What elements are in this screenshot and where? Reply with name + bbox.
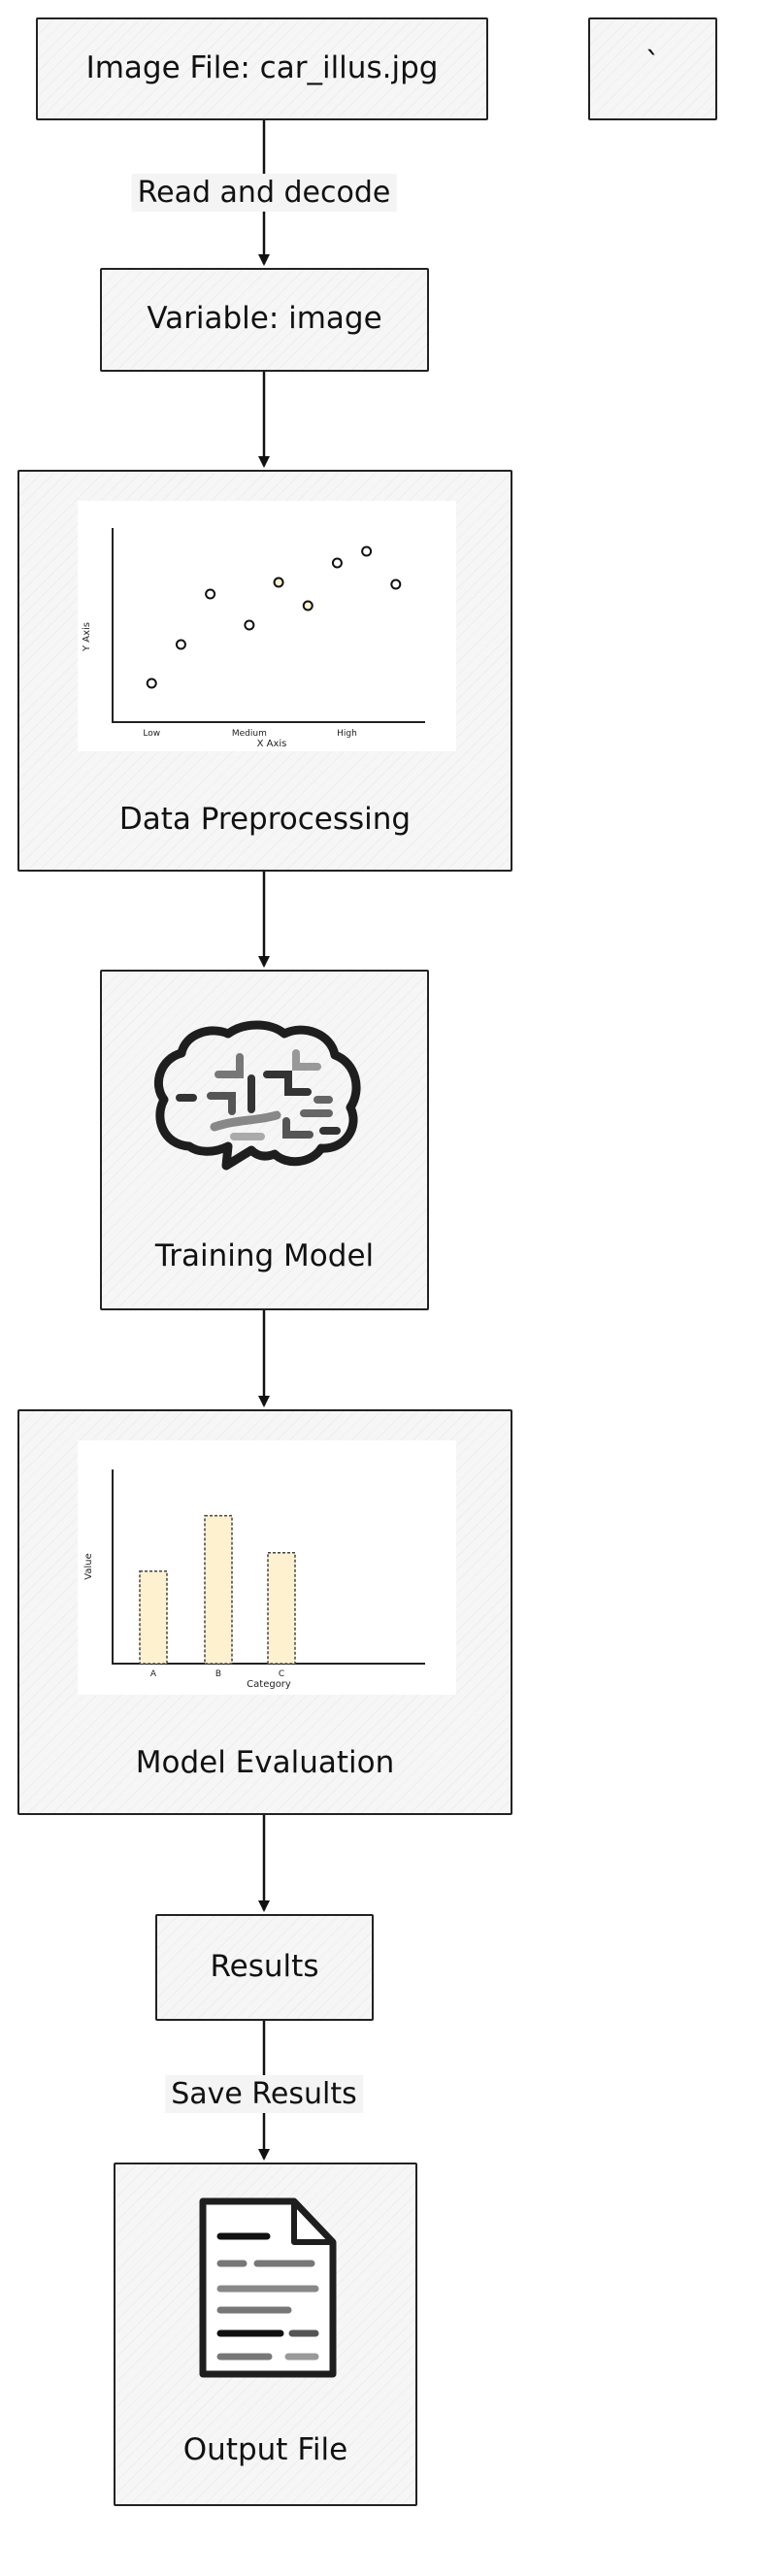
scatter-point-3 xyxy=(205,588,216,600)
bar-b xyxy=(204,1514,233,1665)
scatter-point-8 xyxy=(361,545,373,557)
bar-ylabel: Value xyxy=(83,1553,94,1579)
node-training-label: Training Model xyxy=(154,1238,375,1273)
scatter-x-tick-medium: Medium xyxy=(232,729,267,739)
scatter-x-tick-low: Low xyxy=(143,729,160,739)
edge-label-save-results: Save Results xyxy=(165,2075,363,2113)
scatter-point-6 xyxy=(302,600,314,611)
scatter-point-1 xyxy=(146,677,157,689)
node-results[interactable]: Results xyxy=(155,1914,374,2021)
scatter-point-4 xyxy=(244,619,255,631)
node-preprocessing[interactable]: Low Medium High X Axis Y Axis Data Preproces… xyxy=(17,470,512,872)
bar-x-tick-a: A xyxy=(150,1669,157,1679)
scatter-x-tick-high: High xyxy=(337,729,357,739)
node-side-box[interactable]: ` xyxy=(588,17,717,120)
bar-x-tick-b: B xyxy=(215,1669,221,1679)
scatter-point-2 xyxy=(175,639,186,650)
node-image-file-label: Image File: car_illus.jpg xyxy=(85,50,439,85)
bar-axes xyxy=(112,1470,425,1665)
node-side-box-label: ` xyxy=(644,47,661,82)
node-image-file[interactable]: Image File: car_illus.jpg xyxy=(36,17,488,120)
scatter-plot: Low Medium High X Axis Y Axis xyxy=(82,528,425,749)
scatter-xlabel: X Axis xyxy=(257,739,287,749)
scatter-point-7 xyxy=(331,557,343,569)
scatter-point-5 xyxy=(273,577,284,588)
document-icon xyxy=(199,2197,337,2378)
scatter-axes xyxy=(112,528,425,723)
node-results-label: Results xyxy=(210,1949,319,1984)
bar-xlabel: Category xyxy=(247,1679,291,1690)
scatter-point-9 xyxy=(390,578,402,590)
node-output[interactable]: Output File xyxy=(114,2163,417,2506)
bar-c xyxy=(267,1551,296,1665)
node-training[interactable]: Training Model xyxy=(100,970,429,1310)
scatter-chart: Low Medium High X Axis Y Axis xyxy=(78,501,456,751)
bar-a xyxy=(139,1570,168,1665)
edge-label-read-decode: Read and decode xyxy=(131,174,397,212)
node-variable[interactable]: Variable: image xyxy=(100,268,429,372)
scatter-ylabel: Y Axis xyxy=(82,622,92,652)
node-evaluation-label: Model Evaluation xyxy=(135,1745,395,1780)
brain-icon xyxy=(153,1020,361,1171)
bar-x-tick-c: C xyxy=(279,1669,284,1679)
node-output-label: Output File xyxy=(182,2432,348,2467)
node-preprocessing-label: Data Preprocessing xyxy=(118,802,412,837)
node-variable-label: Variable: image xyxy=(147,301,382,336)
